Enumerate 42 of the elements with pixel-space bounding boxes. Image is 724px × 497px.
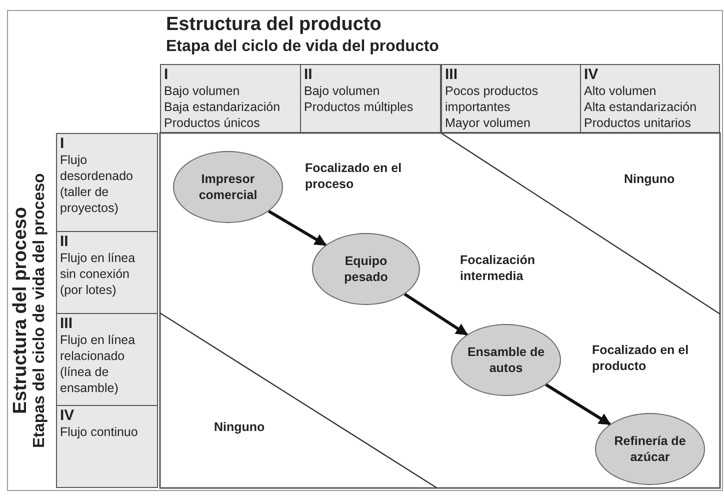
product-stage-cell (160, 64, 301, 133)
stage-numeral: II (304, 67, 314, 83)
axis-heading: Etapas del ciclo de vida del proceso (31, 172, 49, 448)
stage-description: Mayor volumen (445, 115, 532, 131)
arrow (545, 383, 612, 426)
process-stage-cell (56, 313, 158, 406)
arrow (268, 210, 327, 246)
focus-label: Focalizado en el producto (592, 342, 690, 374)
stage-description: Flujo continuo (60, 424, 139, 440)
axis-heading: Estructura del producto (166, 14, 382, 36)
stage-description: Baja estandarización (164, 99, 282, 115)
stage-description: Productos unitarios (584, 115, 692, 131)
process-stage-cell (56, 133, 158, 232)
stage-description: Flujo en línea relacionado (línea de ensamble) (60, 332, 136, 396)
stage-description: Alto volumen (584, 83, 658, 99)
stage-description: Alta estandarización (584, 99, 698, 115)
stage-numeral: IV (60, 408, 76, 424)
axis-heading: Etapa del ciclo de vida del producto (166, 38, 440, 56)
stage-numeral: II (60, 234, 70, 250)
region-label: Ninguno (624, 172, 676, 186)
stage-description: Productos únicos (164, 115, 261, 131)
process-stage-cell (56, 405, 158, 488)
stage-description: Flujo en línea sin conexión (por lotes) (60, 250, 136, 298)
stage-numeral: I (60, 136, 66, 152)
stage-numeral: IV (584, 67, 600, 83)
stage-numeral: I (164, 67, 170, 83)
focus-label: Focalización intermedia (460, 252, 536, 284)
stage-description: Bajo volumen (304, 83, 381, 99)
stage-description: Flujo desordenado (taller de proyectos) (60, 152, 134, 216)
stage-description: Productos múltiples (304, 99, 414, 115)
product-stage-cell (441, 64, 581, 133)
product-stage-cell (580, 64, 720, 133)
stage-numeral: III (60, 316, 74, 332)
arrow (404, 292, 468, 336)
axis-heading: Estructura del proceso (10, 206, 32, 414)
stage-description: Pocos productos importantes (445, 83, 540, 115)
stage-numeral: III (445, 67, 459, 83)
focus-label: Focalizado en el proceso (305, 160, 403, 192)
product-stage-cell (300, 64, 441, 133)
process-stage-cell (56, 231, 158, 314)
region-label: Ninguno (214, 420, 266, 434)
stage-description: Bajo volumen (164, 83, 241, 99)
